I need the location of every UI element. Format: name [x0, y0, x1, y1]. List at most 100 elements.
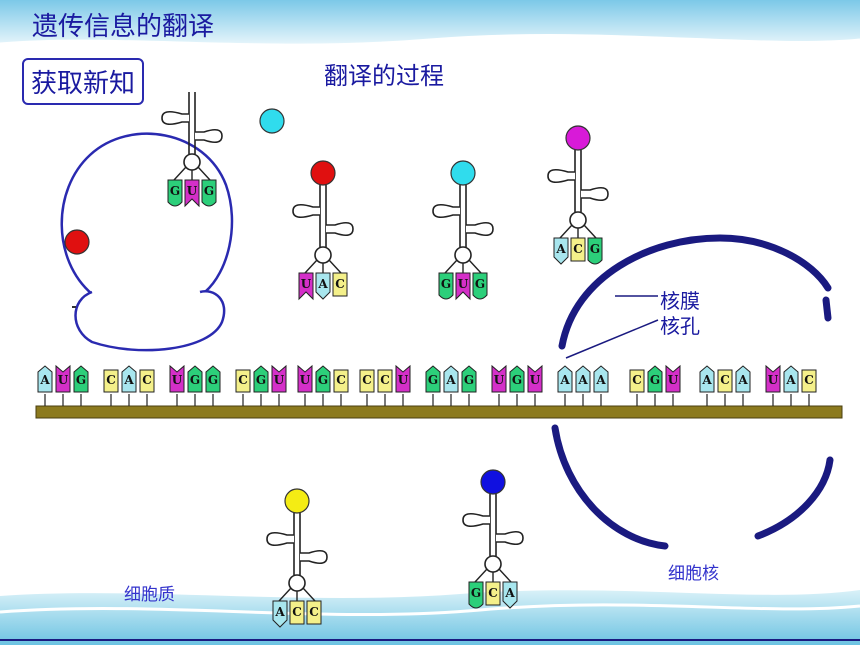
trna-yellow-base-0-shape: [272, 600, 288, 628]
mrna-base-13: G: [315, 365, 331, 393]
footer-wave: [0, 603, 860, 617]
trna-magenta-base-2: G: [587, 237, 603, 265]
mrna-base-23-shape: [527, 364, 543, 393]
trna-red-base-2-shape: [332, 272, 348, 297]
mrna-base-12: U: [297, 364, 313, 393]
mrna-base-30-shape: [699, 365, 715, 393]
mrna-base-34-letter: A: [785, 373, 796, 387]
mrna-base-24-shape: [557, 365, 573, 393]
mrna-base-19-shape: [443, 365, 459, 393]
mrna-base-16-shape: [377, 369, 393, 393]
mrna-base-20-letter: G: [464, 373, 474, 387]
trna-red-amino-acid: [310, 160, 336, 186]
mrna-base-6-letter: U: [172, 373, 183, 387]
trna-red-base-2: C: [332, 272, 348, 297]
page-title: 遗传信息的翻译: [32, 12, 215, 42]
trna-red-base-1-shape: [315, 272, 331, 300]
mrna-base-2-shape: [73, 365, 89, 393]
mrna-base-31-shape: [717, 369, 733, 393]
trna-yellow-base-0: A: [272, 600, 288, 628]
mrna-backbone: [35, 405, 843, 419]
mrna-base-16-letter: C: [380, 373, 390, 387]
mrna-base-14: C: [333, 369, 349, 393]
trna-cyan-base-1: U: [455, 272, 471, 301]
trna-magenta-base-0: A: [553, 237, 569, 265]
ribosome-trna-base-1: U: [184, 179, 200, 208]
trna-blue-base-1-shape: [485, 581, 501, 606]
mrna-base-0-letter: A: [39, 373, 50, 387]
trna-cyan-base-0: G: [438, 272, 454, 300]
trna-red-base-0: U: [298, 272, 314, 301]
mrna-base-33-letter: U: [768, 373, 779, 387]
mrna-base-19: A: [443, 365, 459, 393]
mrna-base-8-shape: [205, 365, 221, 393]
mrna-base-0: A: [37, 365, 53, 393]
trna-red-base-0-shape: [298, 272, 314, 301]
mrna-base-12-letter: U: [300, 373, 311, 387]
mrna-base-30-letter: A: [701, 373, 712, 387]
trna-magenta-base-1-shape: [570, 237, 586, 262]
mrna-base-24: A: [557, 365, 573, 393]
mrna-base-21-shape: [491, 364, 507, 393]
mrna-base-3-letter: C: [106, 373, 116, 387]
mrna-base-12-shape: [297, 364, 313, 393]
mrna-base-5-shape: [139, 369, 155, 393]
mrna-base-9-shape: [235, 369, 251, 393]
nuclear-envelope: [551, 234, 834, 550]
mrna-base-9: C: [235, 369, 251, 393]
mrna-base-26: A: [593, 365, 609, 393]
mrna-base-28-shape: [647, 365, 663, 393]
trna-yellow-base-2-letter: C: [309, 605, 319, 619]
ribosome-trna-base-2-shape: [201, 179, 217, 207]
trna-magenta-base-1-letter: C: [573, 242, 583, 256]
ribosome-trna-base-0-shape: [167, 179, 183, 207]
mrna-base-22-letter: G: [512, 373, 522, 387]
mrna-base-6-shape: [169, 364, 185, 393]
mrna-base-30: A: [699, 365, 715, 393]
trna-cyan-base-0-letter: G: [441, 277, 451, 291]
footer-band: [0, 590, 860, 645]
mrna-base-22: G: [509, 365, 525, 393]
label-nucleus: 细胞核: [668, 564, 719, 584]
mrna-base-14-letter: C: [336, 373, 346, 387]
mrna-base-2-letter: G: [76, 373, 86, 387]
mrna-base-11: U: [271, 364, 287, 393]
mrna-base-18-shape: [425, 365, 441, 393]
trna-blue-base-2-shape: [502, 581, 518, 609]
mrna-base-35-letter: C: [804, 373, 814, 387]
mrna-base-13-letter: G: [318, 373, 328, 387]
trna-blue-base-2: A: [502, 581, 518, 609]
mrna-base-3-shape: [103, 369, 119, 393]
mrna-base-16: C: [377, 369, 393, 393]
trna-blue-base-0: G: [468, 581, 484, 609]
ribosome-trna-base-2-letter: G: [204, 184, 214, 198]
mrna-base-32-shape: [735, 365, 751, 393]
mrna-base-29-shape: [665, 364, 681, 393]
mrna-base-33: U: [765, 364, 781, 393]
nuclear-envelope-lower-right: [754, 456, 834, 540]
mrna-base-21-letter: U: [494, 373, 505, 387]
trna-cyan-amino-acid: [450, 160, 476, 186]
mrna-base-1-letter: U: [58, 373, 69, 387]
trna-blue-base-0-shape: [468, 581, 484, 609]
trna-cyan-base-2-letter: G: [475, 277, 485, 291]
mrna-base-32: A: [735, 365, 751, 393]
mrna-base-0-shape: [37, 365, 53, 393]
mrna-base-4-shape: [121, 365, 137, 393]
nuclear-envelope-upper: [558, 234, 832, 350]
mrna-base-15-letter: C: [362, 373, 372, 387]
pointer-pore: [565, 319, 659, 359]
mrna-base-34: A: [783, 365, 799, 393]
mrna-base-11-letter: U: [274, 373, 285, 387]
trna-yellow-base-1: C: [289, 600, 305, 625]
mrna-base-10-letter: G: [256, 373, 266, 387]
trna-yellow-amino-acid: [284, 488, 310, 514]
mrna-base-25-shape: [575, 365, 591, 393]
mrna-base-10: G: [253, 365, 269, 393]
mrna-base-4: A: [121, 365, 137, 393]
